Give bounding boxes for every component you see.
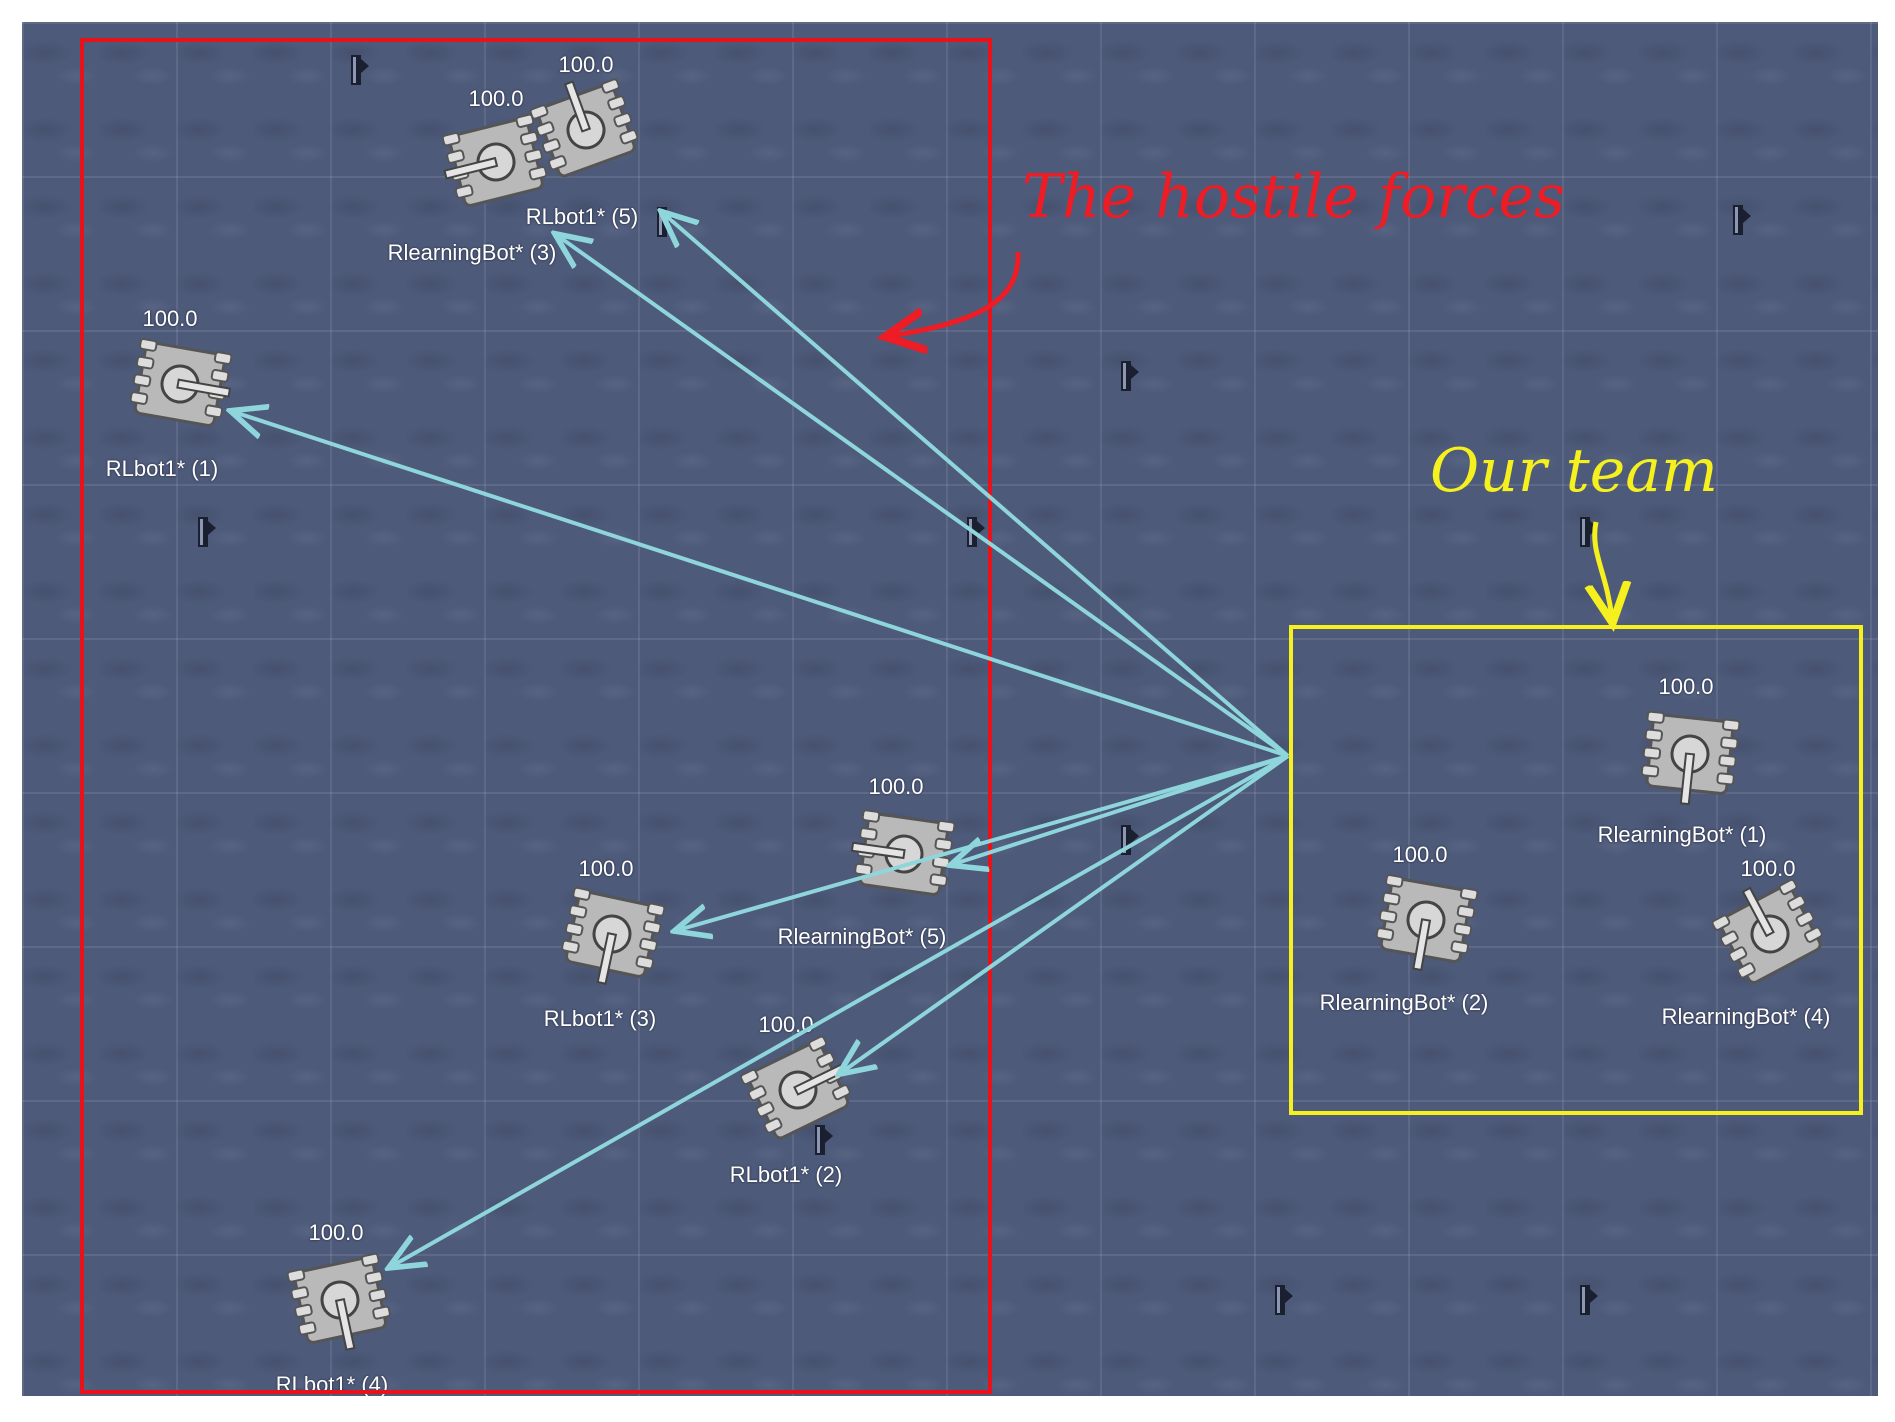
tank-energy: 100.0 <box>1392 842 1448 867</box>
mine-icon <box>1115 821 1141 859</box>
mine-icon <box>1574 1281 1600 1319</box>
tank-name-label: RlearningBot* (2) <box>1319 990 1489 1015</box>
tank-name-label: RLbot1* (1) <box>105 456 219 481</box>
hostile-forces-box <box>80 38 992 1394</box>
mine-icon <box>345 51 371 89</box>
tank-name-label: RlearningBot* (3) <box>387 240 557 265</box>
mine-icon <box>1574 513 1600 551</box>
tank-energy: 100.0 <box>142 306 198 331</box>
hostile-forces-label: The hostile forces <box>1022 162 1565 232</box>
our-team-label: Our team <box>1430 436 1718 506</box>
mine-icon <box>192 513 218 551</box>
tank-energy: 100.0 <box>1740 856 1796 881</box>
tank-energy: 100.0 <box>1658 674 1714 699</box>
tank-icon[interactable] <box>1711 877 1830 991</box>
tank-icon[interactable] <box>286 1251 394 1351</box>
tank-icon[interactable] <box>1374 873 1479 972</box>
tank-name-label: RlearningBot* (4) <box>1661 1004 1831 1029</box>
mine-icon <box>1727 201 1753 239</box>
tank-icon[interactable] <box>128 337 233 432</box>
tank-icon[interactable] <box>529 77 643 184</box>
tank-energy: 100.0 <box>558 52 614 77</box>
tank-energy: 100.0 <box>308 1220 364 1245</box>
mine-icon <box>1269 1281 1295 1319</box>
tank-name-label: RlearningBot* (1) <box>1597 822 1767 847</box>
mine-icon <box>1115 357 1141 395</box>
tank-name-label: RLbot1* (5) <box>525 204 639 229</box>
our-team-box <box>1289 625 1863 1115</box>
tank-icon[interactable] <box>1640 709 1741 806</box>
tank-icon[interactable] <box>441 112 551 212</box>
tank-energy: 100.0 <box>468 86 524 111</box>
